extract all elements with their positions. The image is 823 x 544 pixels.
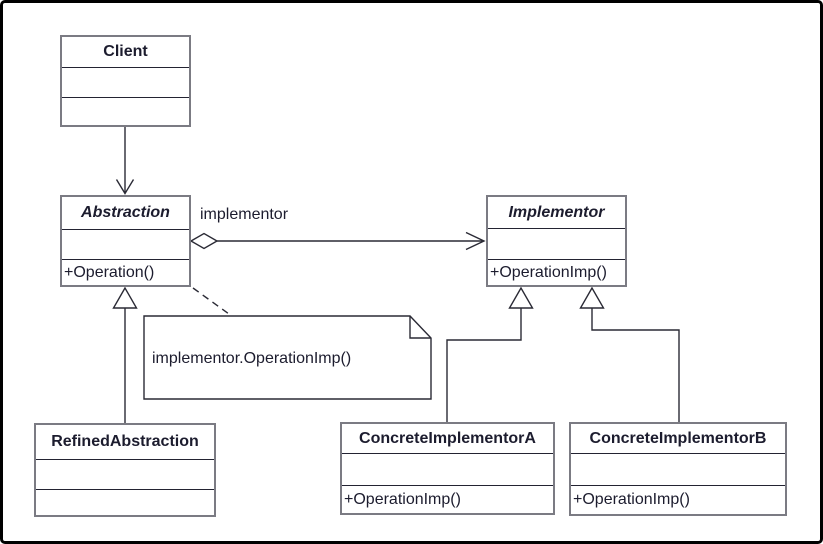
class-abstraction: Abstraction +Operation() — [60, 195, 191, 287]
class-concrete-implementor-b-name: ConcreteImplementorB — [589, 429, 767, 447]
class-refined-abstraction-name: RefinedAbstraction — [51, 433, 199, 450]
operation-label: +Operation() — [64, 263, 155, 281]
class-abstraction-operations: +Operation() — [62, 259, 189, 285]
class-implementor: Implementor +OperationImp() — [486, 195, 627, 287]
class-refined-abstraction-operations — [36, 489, 214, 515]
operation-label: +OperationImp() — [344, 490, 461, 508]
note-anchor-dashed-line — [192, 287, 230, 315]
association-role-label: implementor — [200, 206, 289, 223]
class-implementor-operations: +OperationImp() — [488, 259, 625, 285]
class-client-operations — [62, 97, 189, 125]
class-concrete-implementor-a-name: ConcreteImplementorA — [359, 429, 536, 447]
class-client-name: Client — [103, 43, 148, 60]
class-concrete-implementor-a: ConcreteImplementorA +OperationImp() — [340, 422, 555, 515]
concrete-a-generalization — [446, 286, 534, 422]
connector-layer: Implementor aggregation --> — [112, 127, 680, 423]
class-concrete-implementor-a-attributes — [342, 453, 553, 485]
class-concrete-implementor-b-attributes — [571, 453, 785, 485]
note-shape — [143, 315, 432, 400]
class-concrete-implementor-a-operations: +OperationImp() — [342, 485, 553, 513]
class-client-attributes — [62, 67, 189, 97]
class-implementor-attributes — [488, 228, 625, 259]
note-text: implementor.OperationImp() — [152, 350, 352, 367]
client-to-abstraction-arrow — [115, 127, 135, 195]
operation-label: +OperationImp() — [573, 491, 690, 508]
class-concrete-implementor-b: ConcreteImplementorB +OperationImp() — [569, 422, 787, 516]
concrete-b-generalization — [579, 286, 680, 422]
class-abstraction-attributes — [62, 229, 189, 259]
operation-label: +OperationImp() — [490, 263, 607, 281]
class-implementor-name: Implementor — [508, 203, 605, 221]
class-abstraction-name: Abstraction — [81, 204, 170, 221]
class-refined-abstraction: RefinedAbstraction — [34, 423, 216, 517]
abstraction-to-implementor-aggregation — [189, 231, 486, 251]
class-client: Client — [60, 35, 191, 127]
class-concrete-implementor-b-operations: +OperationImp() — [571, 485, 785, 514]
refined-generalization — [112, 286, 138, 423]
class-refined-abstraction-attributes — [36, 459, 214, 489]
